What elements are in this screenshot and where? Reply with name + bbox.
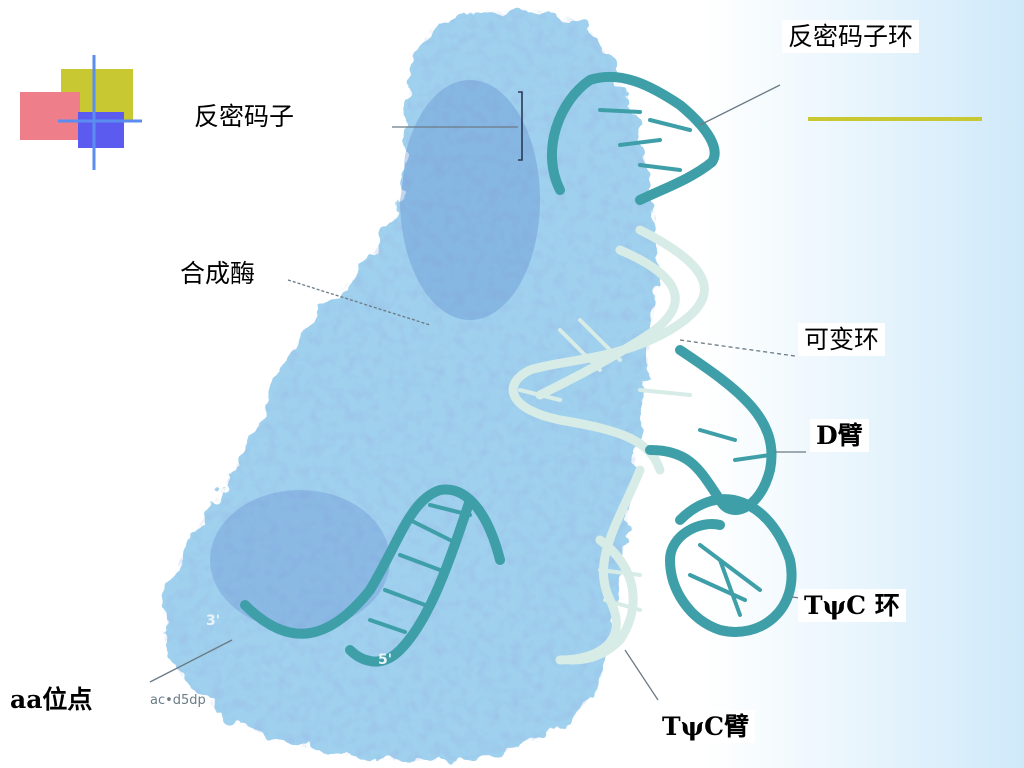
d-arm-label: D臂 <box>810 419 869 452</box>
anticodon-loop-leader <box>699 84 781 126</box>
decorative-squares <box>20 55 142 170</box>
synthetase-surface <box>163 9 659 761</box>
aa-site-leader <box>149 639 233 683</box>
trna-light-strand <box>508 225 709 475</box>
anticodon-bracket <box>518 91 523 161</box>
trna-light-strand <box>535 245 680 400</box>
anticodon-loop-rungs <box>598 108 692 172</box>
trna-dark-strands <box>240 71 797 667</box>
synthetase-label: 合成酶 <box>174 257 262 290</box>
deco-blue-square <box>78 112 124 148</box>
variable-loop-label: 可变环 <box>798 323 886 356</box>
acceptor-strand <box>240 484 505 639</box>
tpsic-arm-label: TψC臂 <box>656 710 756 743</box>
trna-light-strands <box>508 225 709 665</box>
tpsic-arm-leader <box>624 649 659 701</box>
deco-pink-square <box>20 92 80 140</box>
tpsic-loop-rungs <box>688 428 772 617</box>
leader-lines <box>149 84 806 701</box>
synthetase-dark-region <box>400 80 540 320</box>
trna-light-strand <box>565 535 638 665</box>
aa-site-label: aa位点 <box>4 683 99 716</box>
synthetase-dark-region <box>210 490 390 630</box>
three-prime-label: 3' <box>206 613 220 629</box>
acceptor-strand-two <box>345 495 475 667</box>
trna-light-rungs <box>518 318 692 612</box>
d-arm-strand <box>645 345 777 515</box>
acceptor-rungs <box>368 503 472 634</box>
five-prime-label: 5' <box>378 652 392 668</box>
anticodon-label: 反密码子 <box>188 100 301 133</box>
background-gradient <box>704 0 1024 768</box>
variable-loop-leader <box>679 339 796 357</box>
tpsic-loop-strand <box>664 494 797 637</box>
anticodon-loop-label: 反密码子环 <box>782 20 920 53</box>
tpsic-loop-label: TψC 环 <box>798 589 906 622</box>
anticodon-loop-strand <box>547 71 720 205</box>
small-sequence-text: ac•d5dp <box>150 693 206 708</box>
